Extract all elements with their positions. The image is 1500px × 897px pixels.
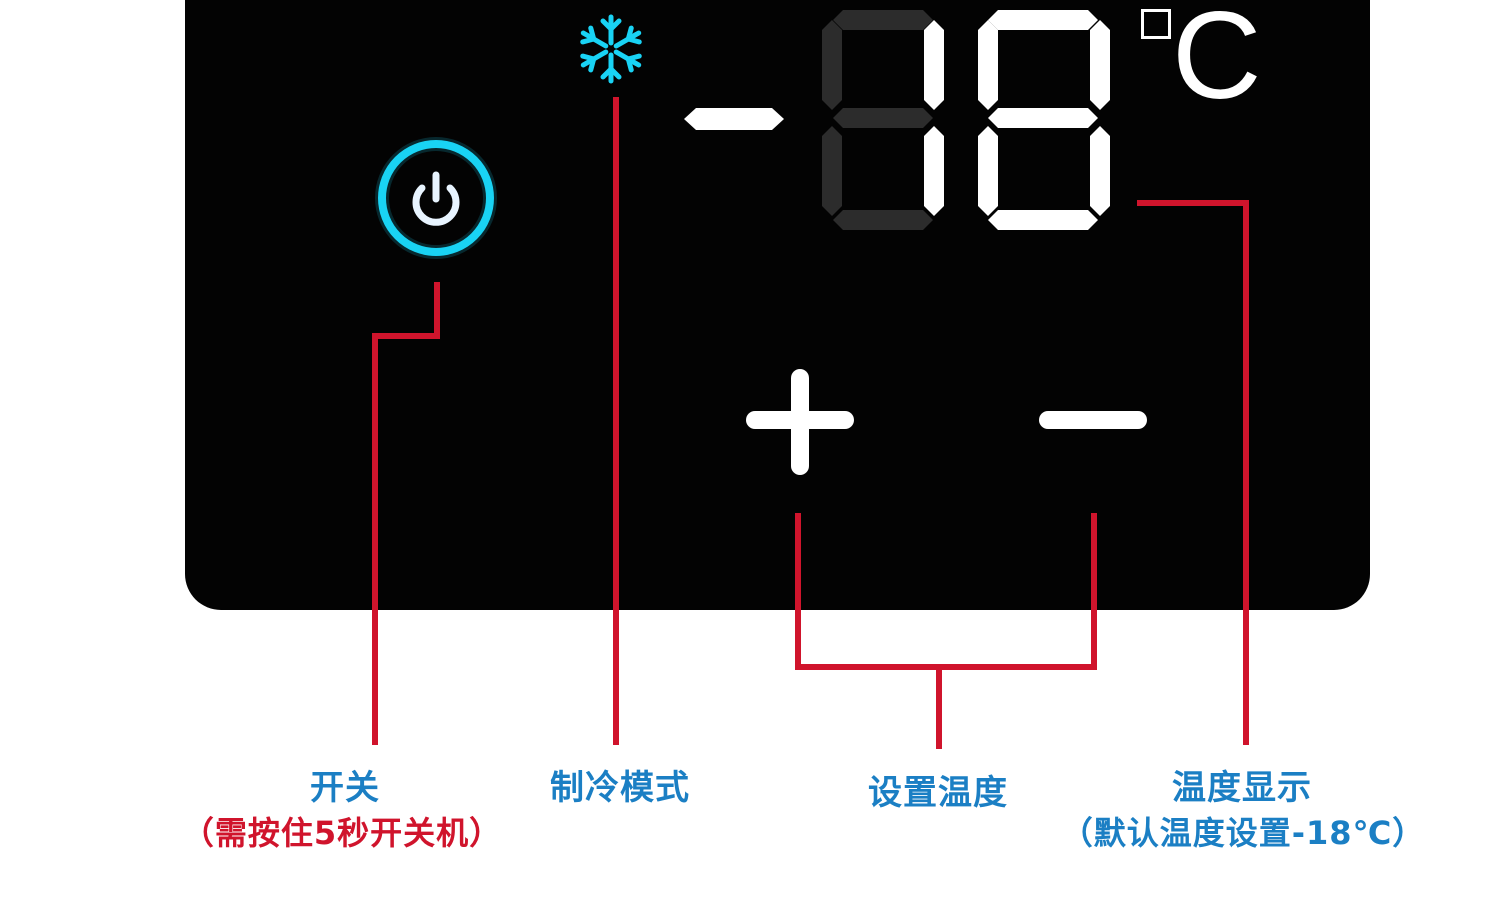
display-digit-ones [978, 10, 1110, 230]
set-temperature-label: 设置温度 [868, 773, 1008, 813]
increase-temperature-button[interactable] [745, 368, 855, 478]
power-button[interactable] [375, 137, 497, 259]
display-digit-tens [822, 10, 944, 230]
temperature-display [684, 10, 1110, 230]
temperature-display-note: （默认温度设置-18℃） [1060, 814, 1426, 852]
power-label: 开关 [310, 768, 380, 808]
celsius-unit: C [1172, 0, 1262, 125]
decrease-temperature-button[interactable] [1036, 400, 1150, 440]
temperature-display-label: 温度显示 [1172, 768, 1312, 808]
degree-symbol [1141, 9, 1171, 39]
power-icon [412, 171, 460, 226]
power-note: （需按住5秒开关机） [181, 814, 503, 852]
plus-icon [746, 369, 854, 475]
snowflake-icon [574, 14, 648, 86]
display-minus-sign [684, 108, 784, 130]
cooling-mode-label: 制冷模式 [550, 768, 690, 808]
